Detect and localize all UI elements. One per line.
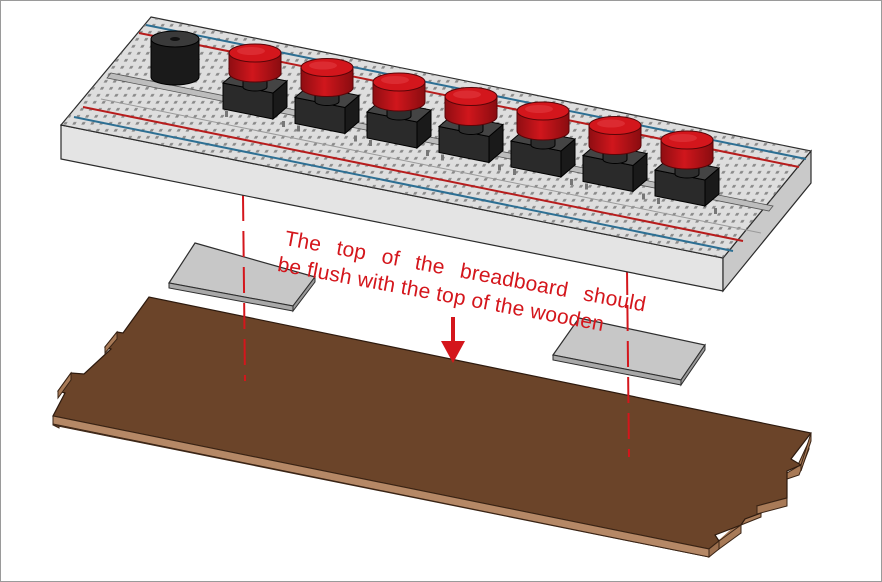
push-button	[581, 116, 649, 200]
spacer-plate-left	[168, 242, 317, 313]
push-button	[365, 72, 433, 156]
buzzer	[150, 30, 200, 86]
alignment-guide-left	[242, 194, 246, 382]
wooden-base-plate	[52, 296, 813, 559]
push-button	[293, 58, 361, 142]
push-buttons	[221, 43, 721, 214]
spacer-plate-right	[551, 317, 707, 387]
alignment-guide-right	[626, 268, 630, 458]
push-button	[509, 101, 577, 185]
push-button	[653, 130, 721, 214]
push-button	[437, 87, 505, 171]
push-button	[221, 43, 289, 127]
